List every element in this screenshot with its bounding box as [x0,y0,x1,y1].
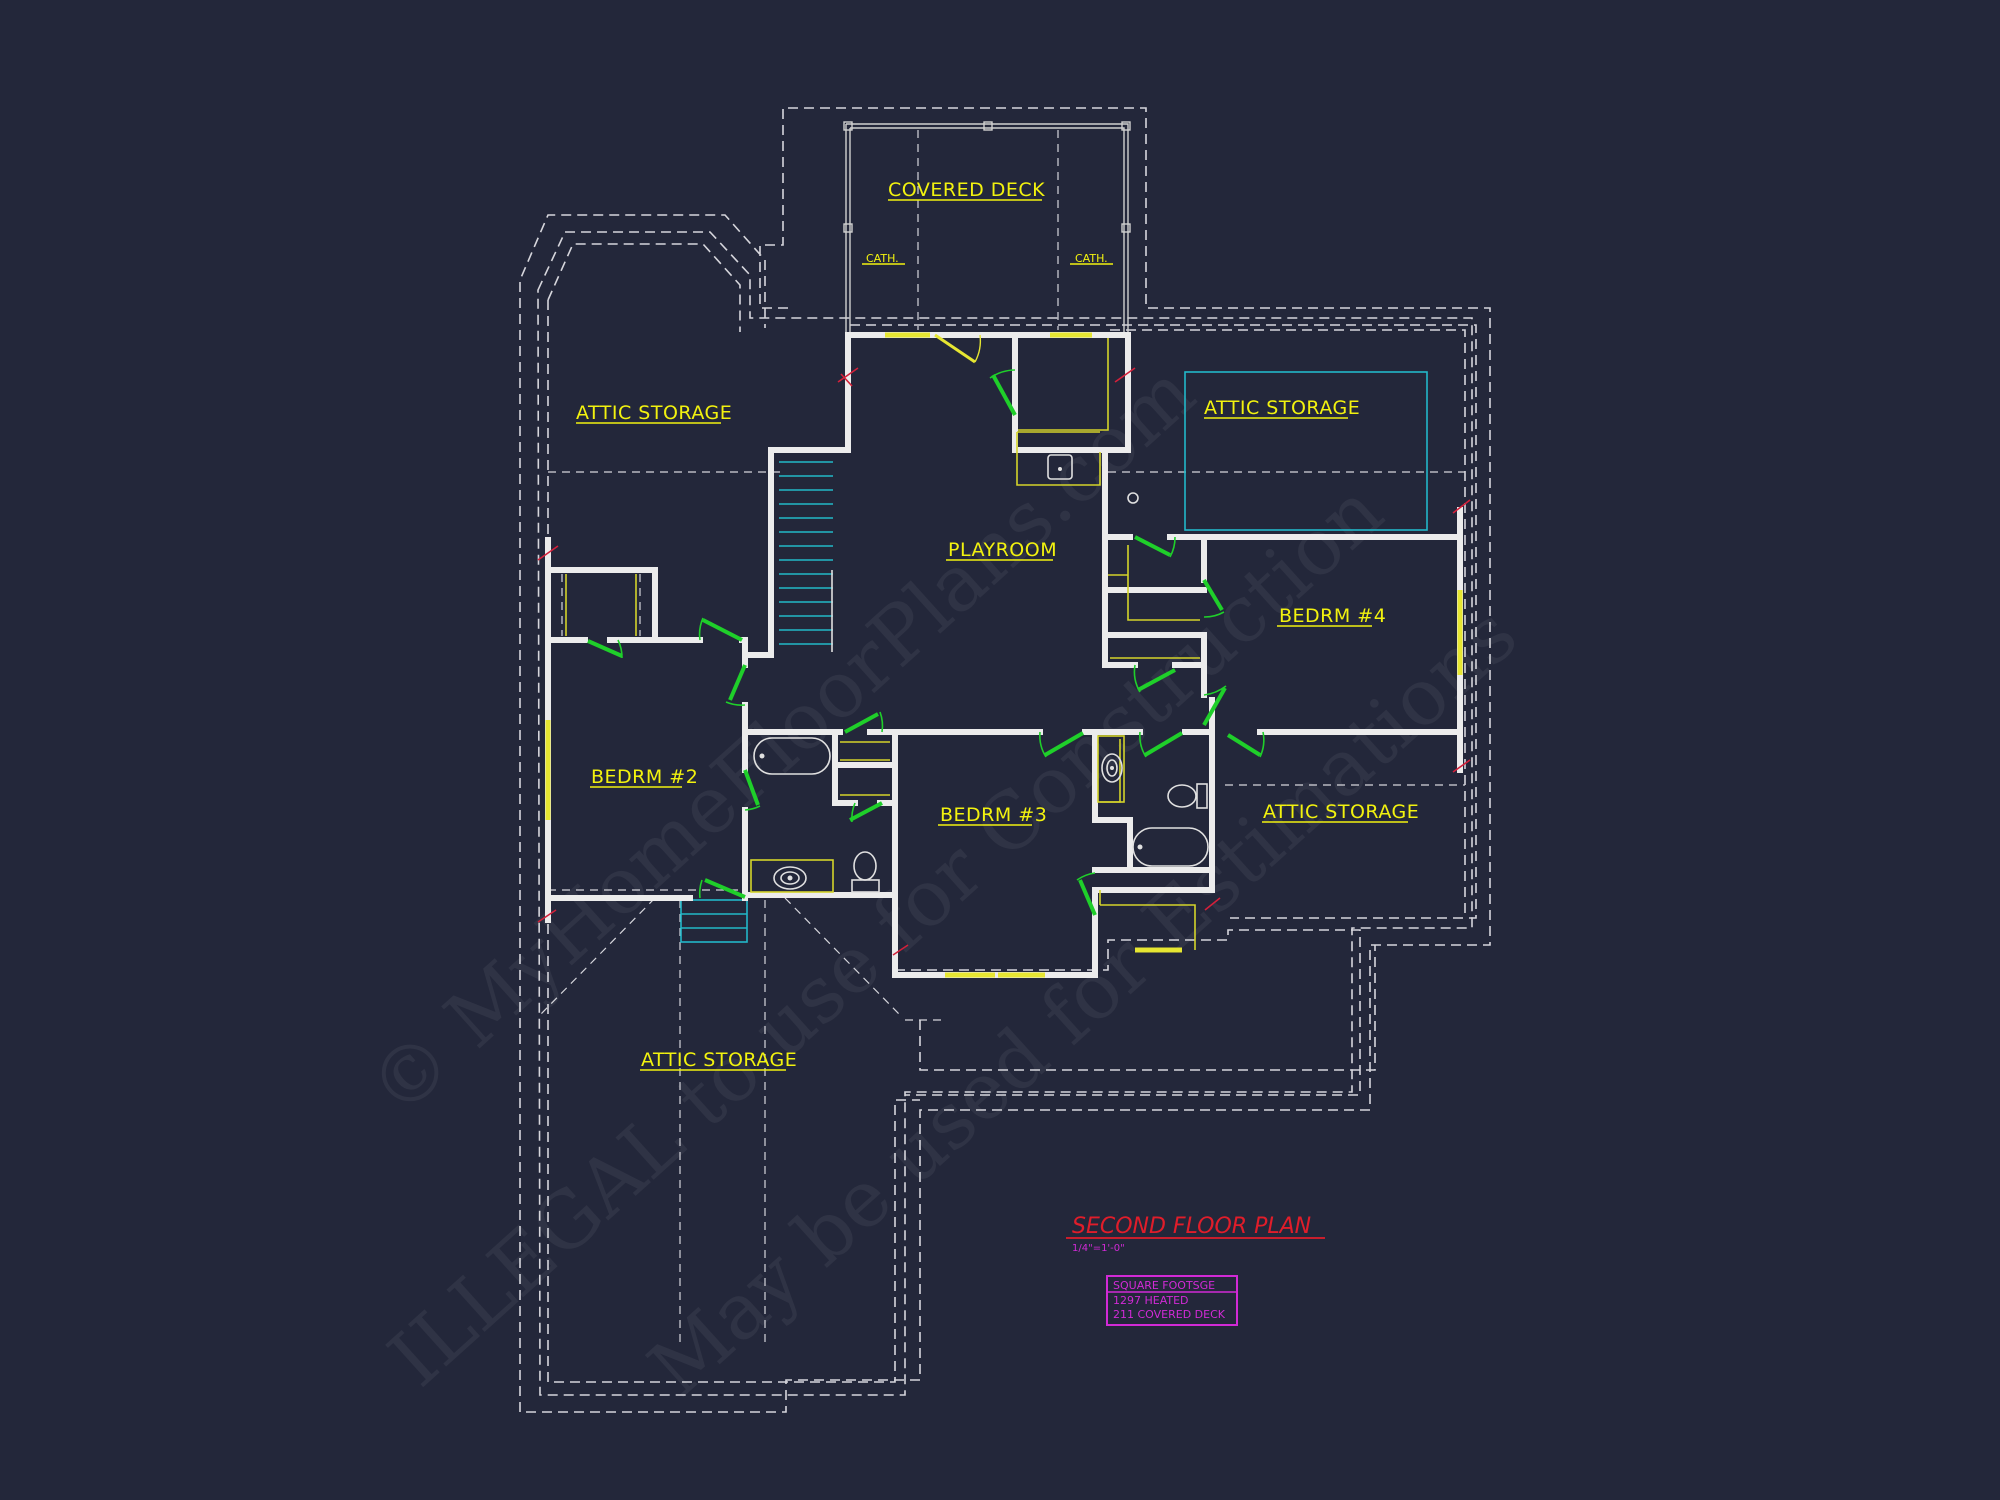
bath-fixtures [750,454,1209,893]
plan-scale: 1/4"=1'-0" [1072,1243,1125,1254]
covered-deck [843,121,1131,333]
square-footage-table: SQUARE FOOTSGE 1297 HEATED 211 COVERED D… [1106,1275,1238,1326]
main-stairs [779,461,833,652]
sqft-covered-deck: 211 COVERED DECK [1113,1308,1226,1321]
label-attic-storage-nw: ATTIC STORAGE [576,402,732,424]
label-bedrm-2: BEDRM #2 [591,766,698,788]
sqft-header: SQUARE FOOTSGE [1113,1279,1215,1292]
watermark: © MyHomeFloorPlans.com ILLEGAL to use fo… [352,347,1534,1414]
roof-outlines [519,107,1491,1413]
room-labels: COVERED DECK CATH. CATH. ATTIC STORAGE A… [576,179,1419,1071]
label-attic-storage-ne: ATTIC STORAGE [1204,397,1360,419]
label-attic-storage-s: ATTIC STORAGE [641,1049,797,1071]
title-block: SECOND FLOOR PLAN 1/4"=1'-0" [1066,1214,1325,1254]
doors [587,333,1265,916]
label-cath-right: CATH. [1075,252,1108,265]
label-bedrm-3: BEDRM #3 [940,804,1047,826]
label-attic-storage-e: ATTIC STORAGE [1263,801,1419,823]
windows [545,332,1463,978]
walls [545,332,1463,978]
label-cath-left: CATH. [866,252,899,265]
sqft-heated: 1297 HEATED [1113,1294,1189,1307]
label-playroom: PLAYROOM [948,539,1057,561]
label-covered-deck: COVERED DECK [888,179,1045,201]
break-marks [537,367,1471,956]
plan-title: SECOND FLOOR PLAN [1072,1214,1311,1239]
attic-access-outline [1184,371,1428,531]
attic-stairs [680,899,748,943]
label-bedrm-4: BEDRM #4 [1279,605,1386,627]
closets [561,338,1200,950]
floor-drain [1127,492,1139,504]
